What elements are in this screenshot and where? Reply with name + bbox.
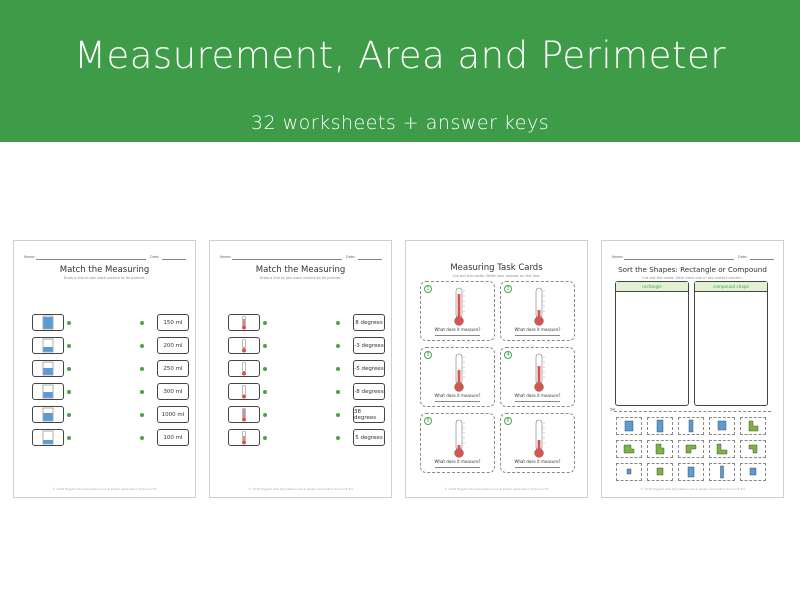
name-date-header: Name: Date: [24, 255, 186, 261]
match-dot [336, 321, 340, 325]
match-dot [263, 344, 267, 348]
beaker-picture [32, 429, 64, 446]
match-dot [336, 436, 340, 440]
worksheet-footer: © 2018 Higgins Teaching Resources & Sing… [444, 487, 549, 491]
thermometer-picture [228, 383, 260, 400]
measure-label: 200 ml [157, 337, 189, 354]
match-dot [140, 344, 144, 348]
match-dot [67, 413, 71, 417]
shape-card [647, 463, 673, 481]
beaker-picture [32, 406, 64, 423]
shape-card [647, 417, 673, 435]
match-dot [67, 367, 71, 371]
match-dot [263, 321, 267, 325]
shape-card [678, 440, 704, 458]
scissors-icon: ✂ [610, 406, 616, 414]
worksheet-preview-match-degrees[interactable]: Name: Date: Match the Measuring Draw a l… [209, 240, 392, 498]
measure-label: 100 ml [157, 429, 189, 446]
beaker-picture [32, 314, 64, 331]
shape-card [709, 440, 735, 458]
shape-card [678, 463, 704, 481]
measure-label: 5 degrees [353, 429, 385, 446]
measure-label: 1000 ml [157, 406, 189, 423]
shape-card [647, 440, 673, 458]
worksheet-instructions: Draw a line to join each picture to its … [63, 276, 146, 280]
measure-label: 8 degrees [353, 314, 385, 331]
beaker-picture [32, 360, 64, 377]
shape-card [616, 440, 642, 458]
task-card: 5 What does it measure? [420, 413, 495, 473]
measure-label: -5 degrees [353, 360, 385, 377]
sort-column-compound: compound shape [694, 281, 768, 406]
worksheet-instructions: Cut out the cards. Stick each one in the… [642, 276, 743, 280]
match-dot [263, 390, 267, 394]
worksheet-instructions: Draw a line to join each picture to its … [259, 276, 342, 280]
thermometer-picture [228, 314, 260, 331]
title-banner: Measurement, Area and Perimeter 32 works… [0, 0, 800, 142]
thermometer-picture [228, 406, 260, 423]
cut-line [614, 411, 771, 412]
shape-card [740, 440, 766, 458]
worksheet-preview-match-ml[interactable]: Name: Date: Match the Measuring Draw a l… [13, 240, 196, 498]
shape-card [616, 417, 642, 435]
worksheet-instructions: Cut out the cards. Write your answer on … [452, 274, 541, 278]
measure-label: -8 degrees [353, 383, 385, 400]
worksheet-footer: © 2018 Higgins Teaching Resources & Sing… [52, 487, 157, 491]
thermometer-picture [228, 429, 260, 446]
task-card: 4 What does it measure? [500, 347, 575, 407]
match-dot [140, 390, 144, 394]
match-dot [336, 367, 340, 371]
measure-label: 250 ml [157, 360, 189, 377]
match-dot [67, 436, 71, 440]
beaker-picture [32, 337, 64, 354]
match-dot [67, 344, 71, 348]
match-dot [336, 344, 340, 348]
match-dot [140, 367, 144, 371]
task-card: 2 What does it measure? [500, 281, 575, 341]
match-dot [336, 390, 340, 394]
measure-label: 150 ml [157, 314, 189, 331]
worksheet-footer: © 2018 Higgins Teaching Resources & Sing… [640, 487, 745, 491]
worksheet-title: Match the Measuring [255, 265, 346, 275]
match-dot [263, 367, 267, 371]
match-dot [67, 390, 71, 394]
match-dot [263, 413, 267, 417]
name-date-header: Name: Date: [220, 255, 382, 261]
measure-label: 38 degrees [353, 406, 385, 423]
shape-card [678, 417, 704, 435]
shape-card [709, 463, 735, 481]
match-dot [67, 321, 71, 325]
worksheet-preview-task-cards[interactable]: Measuring Task Cards Cut out the cards. … [405, 240, 588, 498]
task-card: 3 What does it measure? [420, 347, 495, 407]
worksheet-title: Sort the Shapes: Rectangle or Compound [618, 265, 767, 274]
shape-card [740, 463, 766, 481]
match-dot [263, 436, 267, 440]
thermometer-picture [228, 337, 260, 354]
worksheet-title: Match the Measuring [59, 265, 150, 275]
task-card: 1 What does it measure? [420, 281, 495, 341]
worksheet-preview-sort-shapes[interactable]: Name: Date: Sort the Shapes: Rectangle o… [601, 240, 784, 498]
measure-label: -3 degrees [353, 337, 385, 354]
match-dot [140, 321, 144, 325]
shape-card [616, 463, 642, 481]
match-dot [336, 413, 340, 417]
shape-card [740, 417, 766, 435]
sort-column-rectangle: rectangle [615, 281, 689, 406]
banner-title: Measurement, Area and Perimeter [74, 34, 726, 77]
worksheet-title: Measuring Task Cards [450, 263, 543, 273]
name-date-header: Name: Date: [612, 255, 774, 261]
match-dot [140, 436, 144, 440]
task-card: 6 What does it measure? [500, 413, 575, 473]
banner-subtitle: 32 worksheets + answer keys [250, 112, 550, 134]
worksheet-footer: © 2018 Higgins Teaching Resources & Sing… [248, 487, 353, 491]
shape-card [709, 417, 735, 435]
match-dot [140, 413, 144, 417]
thermometer-picture [228, 360, 260, 377]
measure-label: 300 ml [157, 383, 189, 400]
beaker-picture [32, 383, 64, 400]
